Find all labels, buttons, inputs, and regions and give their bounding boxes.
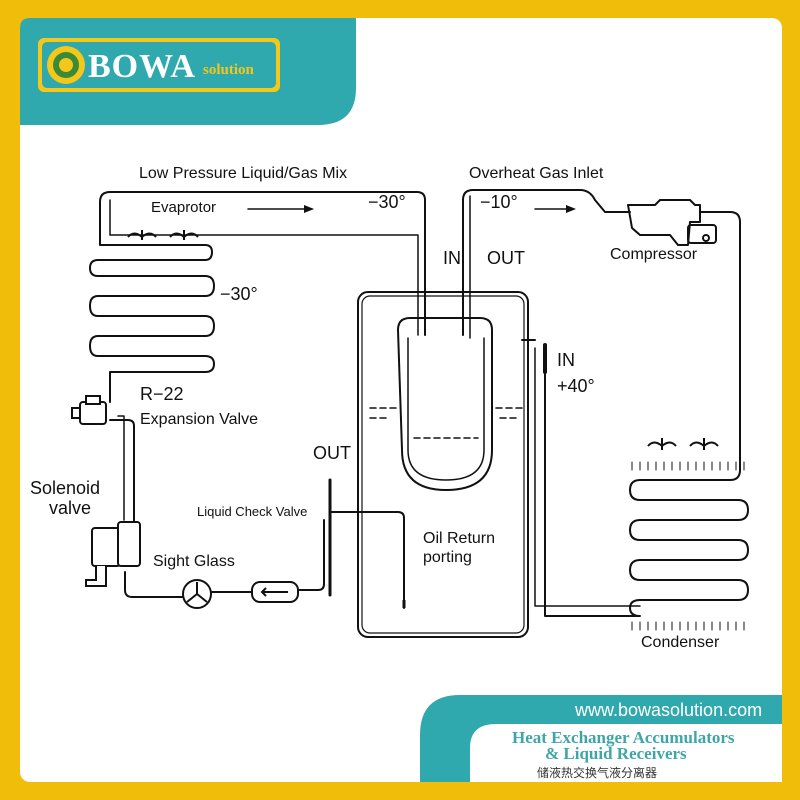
label-receiver-out: OUT: [313, 443, 351, 463]
label-oil-return-line1: Oil Return: [423, 530, 496, 547]
footer-panel: [470, 724, 782, 782]
label-condenser: Condenser: [641, 634, 720, 651]
label-low-pressure-mix: Low Pressure Liquid/Gas Mix: [139, 165, 348, 182]
label-temp-outlet: −10°: [480, 192, 518, 212]
logo: [38, 38, 280, 92]
label-accumulator-in: IN: [443, 248, 461, 268]
discharge-line: [699, 211, 741, 471]
accumulator-shell: [357, 291, 529, 638]
brand-name: BOWA: [88, 48, 196, 85]
expansion-valve-icon: [71, 395, 107, 425]
label-refrigerant: R−22: [140, 384, 184, 404]
condenser-coil: [544, 347, 749, 617]
label-solenoid-line1: Solenoid: [30, 478, 101, 498]
liquid-line: [124, 571, 183, 598]
label-temp-evap-top: −30°: [368, 192, 406, 212]
label-oil-return-line2: porting: [423, 549, 472, 566]
filter-drier-icon: [251, 581, 299, 603]
sight-glass-icon: [182, 579, 212, 609]
label-solenoid-line2: valve: [49, 498, 92, 518]
label-overheat-inlet: Overheat Gas Inlet: [469, 165, 604, 182]
label-expansion-valve: Expansion Valve: [140, 411, 258, 428]
label-compressor: Compressor: [610, 246, 698, 263]
evaporator-fans-icon: [127, 230, 199, 240]
brand-suffix: solution: [203, 62, 254, 78]
label-temp-evap-side: −30°: [220, 284, 258, 304]
footer-title-cn: 储液热交换气液分离器: [537, 766, 658, 780]
solenoid-valve-icon: [85, 521, 141, 587]
condenser-fans-icon: [647, 438, 719, 450]
website-url: www.bowasolution.com: [575, 700, 763, 720]
label-condenser-in: IN: [557, 350, 575, 370]
evaporator-coil: [89, 191, 426, 403]
label-liquid-check-valve: Liquid Check Valve: [197, 504, 308, 519]
inner-u-tube: [397, 317, 493, 491]
suction-line: [462, 189, 631, 336]
compressor-body: [627, 199, 701, 246]
label-temp-condenser: +40°: [557, 376, 595, 396]
footer-title-line1: Heat Exchanger Accumulators: [512, 728, 735, 747]
footer-title-line2: & Liquid Receivers: [545, 744, 687, 763]
label-sight-glass: Sight Glass: [153, 553, 235, 570]
label-accumulator-out: OUT: [487, 248, 525, 268]
label-evaporator: Evaprotor: [151, 199, 217, 216]
